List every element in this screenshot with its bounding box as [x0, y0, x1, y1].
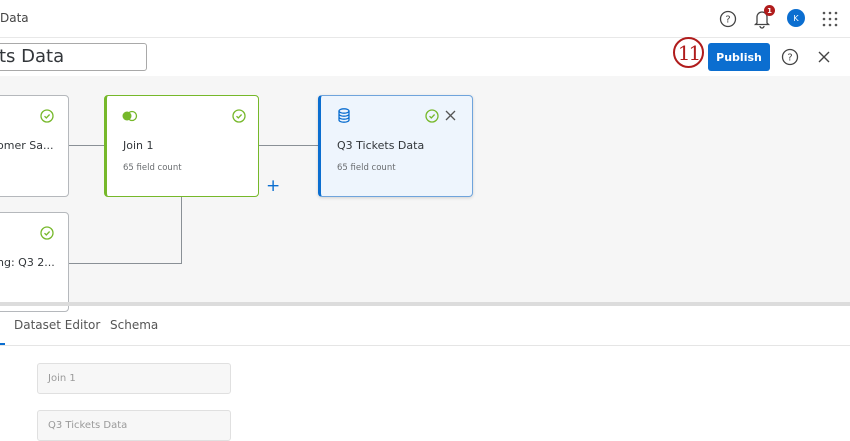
step-annotation: 11	[673, 37, 704, 68]
connector	[258, 145, 318, 146]
node-q3-tickets-data[interactable]: Q3 Tickets Data 65 field count	[318, 95, 473, 197]
add-node-button[interactable]: +	[266, 176, 281, 196]
node-title: Join 1	[123, 139, 154, 152]
join-icon	[122, 110, 138, 122]
remove-node-icon[interactable]	[445, 110, 456, 121]
connector	[181, 197, 182, 264]
check-circle-icon	[232, 109, 246, 123]
tab-schema[interactable]: Schema	[110, 318, 159, 332]
node-field-count: 65 field count	[337, 163, 396, 173]
connector	[69, 263, 182, 264]
notification-badge: 1	[764, 5, 775, 16]
node-title: ng: Q3 2...	[0, 256, 55, 269]
node-q3-source[interactable]: ng: Q3 2...	[0, 212, 69, 312]
svg-text:?: ?	[787, 53, 792, 64]
breadcrumb[interactable]: Data	[0, 11, 29, 25]
panel-resize-handle[interactable]	[0, 302, 850, 306]
node-join-1[interactable]: Join 1 65 field count	[104, 95, 259, 197]
pipeline-canvas: omer Sa... Join 1 65 field count + Q3 Ti…	[0, 76, 850, 312]
dataset-name-input[interactable]: ts Data	[0, 43, 147, 71]
database-icon	[338, 108, 350, 123]
check-circle-icon	[40, 109, 54, 123]
avatar[interactable]: K	[787, 9, 805, 27]
active-tab-indicator	[0, 343, 5, 345]
check-circle-icon	[40, 226, 54, 240]
target-field[interactable]: Q3 Tickets Data	[37, 410, 231, 441]
close-icon[interactable]	[814, 47, 834, 67]
connector	[69, 145, 104, 146]
bottom-tabs: Dataset Editor Schema	[0, 306, 850, 346]
top-bar: Data ? 1 K	[0, 0, 850, 38]
help-icon[interactable]: ?	[718, 9, 738, 29]
source-field[interactable]: Join 1	[37, 363, 231, 394]
help-icon[interactable]: ?	[780, 47, 800, 67]
tab-dataset-editor[interactable]: Dataset Editor	[14, 318, 101, 332]
node-title: omer Sa...	[0, 139, 54, 152]
publish-button[interactable]: Publish	[708, 43, 770, 71]
check-circle-icon	[425, 109, 439, 123]
svg-text:?: ?	[725, 15, 730, 26]
app-grid-icon[interactable]	[820, 9, 840, 29]
node-field-count: 65 field count	[123, 163, 182, 173]
node-customer-sales[interactable]: omer Sa...	[0, 95, 69, 197]
node-title: Q3 Tickets Data	[337, 139, 425, 152]
